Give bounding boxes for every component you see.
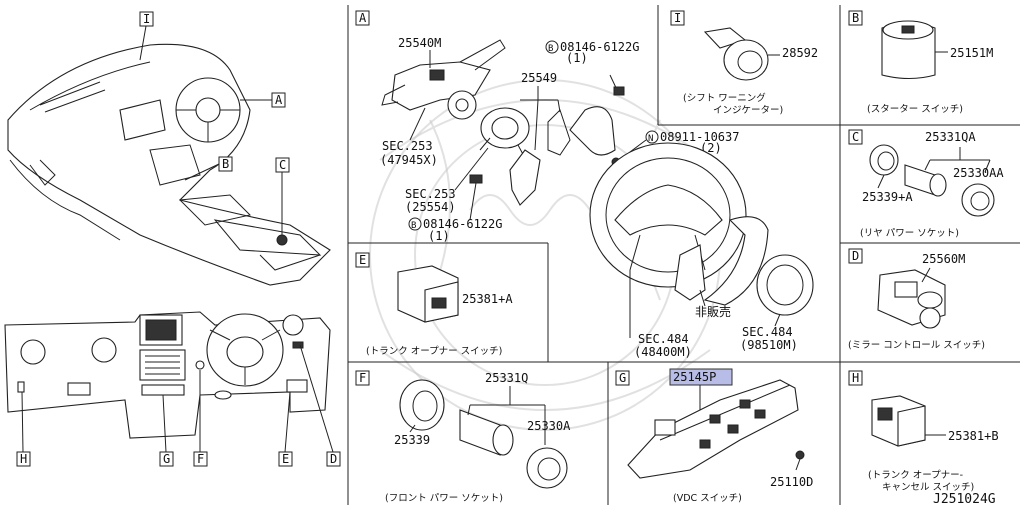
panel-f-letter: F [359, 371, 366, 385]
panel-f-caption: (フロント パワー ソケット) [385, 493, 503, 504]
dashboard-perspective-view [7, 43, 331, 286]
panel-a: A 25540M SEC.253 (47945X) SEC.253 (25554… [355, 10, 814, 359]
panel-b-letter: B [852, 11, 859, 25]
panel-a-letter: A [359, 11, 367, 25]
panel-i-caption-1: (シフト ワーニング [683, 92, 766, 104]
part-25330a: 25330A [527, 419, 571, 433]
part-25381b: 25381+B [948, 429, 999, 443]
diagram-id: J251024G [933, 492, 996, 507]
part-25381a: 25381+A [462, 292, 513, 306]
panel-i: I 28592 (シフト ワーニング インジケーター) [670, 10, 818, 116]
callout-label-b: B [222, 157, 229, 171]
callout-label-i: I [143, 12, 150, 26]
panel-g-caption: (VDC スイッチ) [673, 493, 742, 504]
sec253-b-ref: (25554) [405, 200, 456, 214]
panel-e: E 25381+A (トランク オープナー スイッチ) [355, 252, 513, 357]
panel-f: F 25331Q 25339 25330A (フロント パワー ソケット) [355, 370, 571, 504]
callout-label-g: G [163, 452, 170, 466]
panel-g: G 25145P 25110D (VDC スイッチ) [615, 368, 813, 504]
part-28592: 28592 [782, 46, 818, 60]
sec484-a-label: SEC.484 [638, 332, 689, 346]
sec484-a-ref: (48400M) [634, 345, 692, 359]
panel-d-letter: D [852, 249, 859, 263]
bolt-top-qty: (1) [566, 51, 588, 65]
part-25540m: 25540M [398, 36, 441, 50]
sec484-b-label: SEC.484 [742, 325, 793, 339]
part-08146-6122g-bottom: 08146-6122G [423, 217, 502, 231]
callout-label-a: A [275, 93, 283, 107]
part-25331q: 25331Q [485, 371, 528, 385]
part-08911-10637: 08911-10637 [660, 130, 739, 144]
dashboard-front-view [4, 311, 331, 439]
part-25339a: 25339+A [862, 190, 913, 204]
part-25560m: 25560M [922, 252, 965, 266]
part-25331qa: 25331QA [925, 130, 976, 144]
bolt-bottom-prefix: B [411, 221, 416, 231]
panel-d: D 25560M (ミラー コントロール スイッチ) [848, 248, 985, 351]
nut-prefix: N [648, 134, 653, 144]
sec484-b-ref: (98510M) [740, 338, 798, 352]
panel-e-letter: E [359, 253, 366, 267]
panel-c: C 25331QA 25339+A 25330AA (リヤ パワー ソケット) [848, 129, 1004, 239]
callout-label-e: E [282, 452, 289, 466]
part-25330aa: 25330AA [953, 166, 1004, 180]
panel-i-caption-2: インジケーター) [713, 105, 783, 116]
part-25339: 25339 [394, 433, 430, 447]
panel-grid [347, 5, 1020, 505]
sec253-a-ref: (47945X) [380, 153, 438, 167]
overview-callouts-bottom: H G F E D [16, 344, 341, 467]
panel-h-caption-1: (トランク オープナー- [868, 470, 963, 481]
part-25151m: 25151M [950, 46, 993, 60]
part-08146-6122g-top: 08146-6122G [560, 40, 639, 54]
part-25549: 25549 [521, 71, 557, 85]
panel-i-letter: I [674, 11, 681, 25]
panel-c-letter: C [852, 130, 859, 144]
panel-d-caption: (ミラー コントロール スイッチ) [848, 340, 985, 351]
callout-label-h: H [20, 452, 27, 466]
sec253-a-label: SEC.253 [382, 139, 433, 153]
bolt-bottom-qty: (1) [428, 229, 450, 243]
callout-label-d: D [330, 452, 337, 466]
not-for-sale-label: 非販売 [695, 304, 731, 319]
overview-callouts-top: I A B C [139, 11, 290, 235]
callout-label-f: F [197, 452, 204, 466]
callout-label-c: C [279, 158, 286, 172]
sec253-b-label: SEC.253 [405, 187, 456, 201]
panel-g-letter: G [619, 371, 626, 385]
panel-b: B 25151M (スターター スイッチ) [848, 10, 993, 115]
panel-e-caption: (トランク オープナー スイッチ) [366, 346, 502, 357]
panel-h: H 25381+B (トランク オープナー- キャンセル スイッチ) [848, 370, 999, 493]
panel-c-caption: (リヤ パワー ソケット) [860, 228, 959, 239]
part-25145p-highlighted: 25145P [673, 370, 716, 384]
panel-h-caption-2: キャンセル スイッチ) [882, 482, 974, 493]
part-25110d: 25110D [770, 475, 813, 489]
panel-b-caption: (スターター スイッチ) [867, 104, 963, 115]
bolt-top-prefix: B [548, 44, 553, 54]
panel-h-letter: H [852, 371, 859, 385]
